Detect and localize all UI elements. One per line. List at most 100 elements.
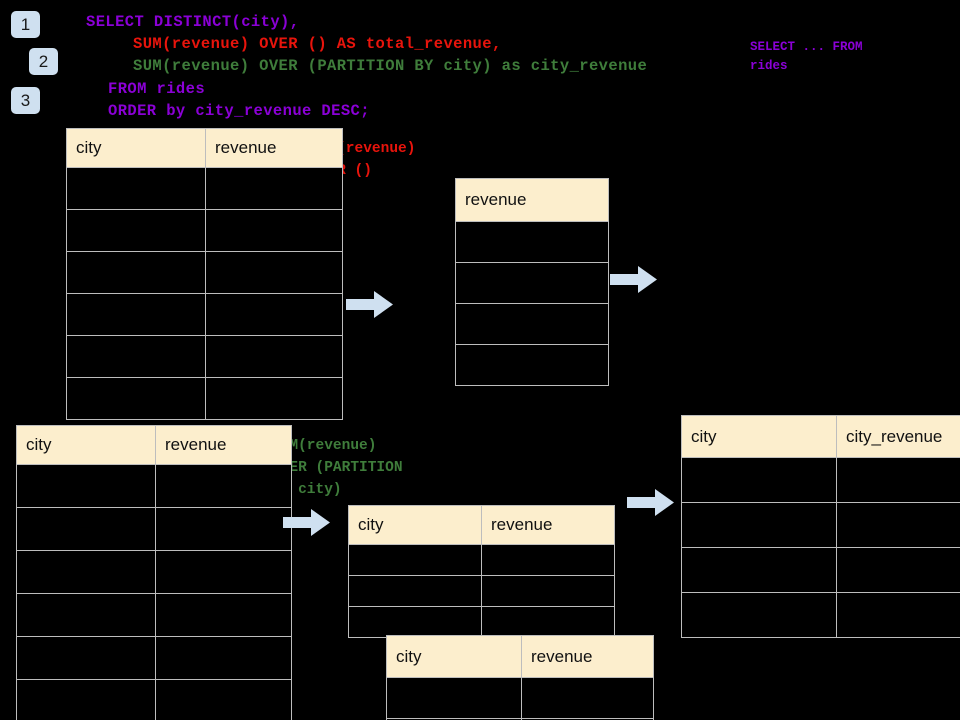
sql-line-city-revenue: SUM(revenue) OVER (PARTITION BY city) as… — [133, 57, 648, 75]
table-body — [66, 167, 343, 420]
cell-revenue — [481, 544, 615, 576]
cell-revenue — [521, 718, 654, 720]
column-header-city: city — [386, 635, 522, 678]
cell-city — [681, 547, 837, 593]
column-header-city: city — [66, 128, 206, 168]
column-header-city: city — [681, 415, 837, 458]
table-row — [16, 679, 292, 720]
cell-city — [16, 507, 156, 551]
cell-revenue — [205, 251, 343, 294]
arrow-source-to-total — [346, 291, 393, 318]
table-row — [66, 209, 343, 252]
cell-city-revenue — [836, 547, 960, 593]
arrow-source-to-partition — [283, 509, 330, 536]
cell-revenue — [205, 293, 343, 336]
table-row — [386, 677, 654, 719]
table-row — [16, 593, 292, 637]
table-row — [16, 550, 292, 594]
final-result-table: city city_revenue — [681, 415, 960, 638]
column-header-city: city — [16, 425, 156, 465]
table-body — [455, 221, 609, 386]
step-badge-3: 3 — [11, 87, 40, 114]
cell-city-revenue — [836, 457, 960, 503]
cell-city — [16, 550, 156, 594]
cell-city — [348, 606, 482, 638]
column-header-revenue: revenue — [205, 128, 343, 168]
cell-city — [386, 677, 522, 719]
table-row — [681, 502, 960, 548]
cell-revenue — [205, 335, 343, 378]
partition-group-front-table: city revenue — [386, 635, 654, 720]
table-row — [348, 575, 615, 607]
cell-revenue — [155, 550, 292, 594]
cell-city — [681, 457, 837, 503]
table-row — [16, 507, 292, 551]
cell-revenue — [455, 221, 609, 263]
source-note-label: SELECT ... FROM rides — [750, 40, 863, 73]
cell-city — [348, 575, 482, 607]
column-header-revenue: revenue — [521, 635, 654, 678]
table-header-row: city city_revenue — [681, 415, 960, 458]
column-header-revenue: revenue — [455, 178, 609, 222]
cell-revenue — [481, 575, 615, 607]
cell-city — [16, 636, 156, 680]
cell-city — [681, 502, 837, 548]
sql-line-order-by: ORDER by city_revenue DESC; — [108, 102, 370, 120]
table-row — [455, 303, 609, 345]
column-header-city-revenue: city_revenue — [836, 415, 960, 458]
table-header-row: city revenue — [16, 425, 292, 465]
cell-city — [66, 167, 206, 210]
total-revenue-table: revenue — [455, 178, 609, 386]
cell-revenue — [455, 344, 609, 386]
step-badge-2: 2 — [29, 48, 58, 75]
cell-revenue — [155, 507, 292, 551]
sql-line-from: FROM rides — [108, 80, 206, 98]
cell-revenue — [205, 167, 343, 210]
table-row — [66, 293, 343, 336]
cell-city — [16, 593, 156, 637]
cell-city-revenue — [836, 502, 960, 548]
column-header-city: city — [348, 505, 482, 545]
cell-revenue — [155, 464, 292, 508]
arrow-partition-to-result — [627, 489, 674, 516]
table-body — [386, 677, 654, 720]
table-row — [66, 251, 343, 294]
cell-revenue — [205, 209, 343, 252]
cell-revenue — [155, 593, 292, 637]
table-row — [455, 221, 609, 263]
cell-city — [66, 377, 206, 420]
rides-source-partition-table: city revenue — [16, 425, 292, 720]
cell-revenue — [481, 606, 615, 638]
cell-revenue — [455, 262, 609, 304]
cell-city — [66, 335, 206, 378]
table-row — [386, 718, 654, 720]
table-row — [66, 377, 343, 420]
cell-city — [16, 464, 156, 508]
cell-city — [681, 592, 837, 638]
table-body — [348, 544, 615, 638]
partition-group-back-table: city revenue — [348, 505, 615, 638]
table-row — [681, 457, 960, 503]
arrow-total-to-result — [610, 266, 657, 293]
cell-city — [66, 293, 206, 336]
table-header-row: city revenue — [66, 128, 343, 168]
cell-revenue — [155, 679, 292, 720]
cell-city-revenue — [836, 592, 960, 638]
rides-source-table: city revenue — [66, 128, 343, 420]
table-row — [66, 335, 343, 378]
table-row — [16, 636, 292, 680]
cell-city — [66, 209, 206, 252]
cell-city — [348, 544, 482, 576]
table-body — [16, 464, 292, 720]
table-header-row: city revenue — [386, 635, 654, 678]
column-header-revenue: revenue — [481, 505, 615, 545]
sql-line-total-revenue: SUM(revenue) OVER () AS total_revenue, — [133, 35, 502, 53]
cell-revenue — [155, 636, 292, 680]
table-header-row: revenue — [455, 178, 609, 222]
cell-city — [66, 251, 206, 294]
column-header-revenue: revenue — [155, 425, 292, 465]
cell-revenue — [205, 377, 343, 420]
sql-line-select: SELECT DISTINCT(city), — [86, 13, 300, 31]
table-row — [455, 262, 609, 304]
